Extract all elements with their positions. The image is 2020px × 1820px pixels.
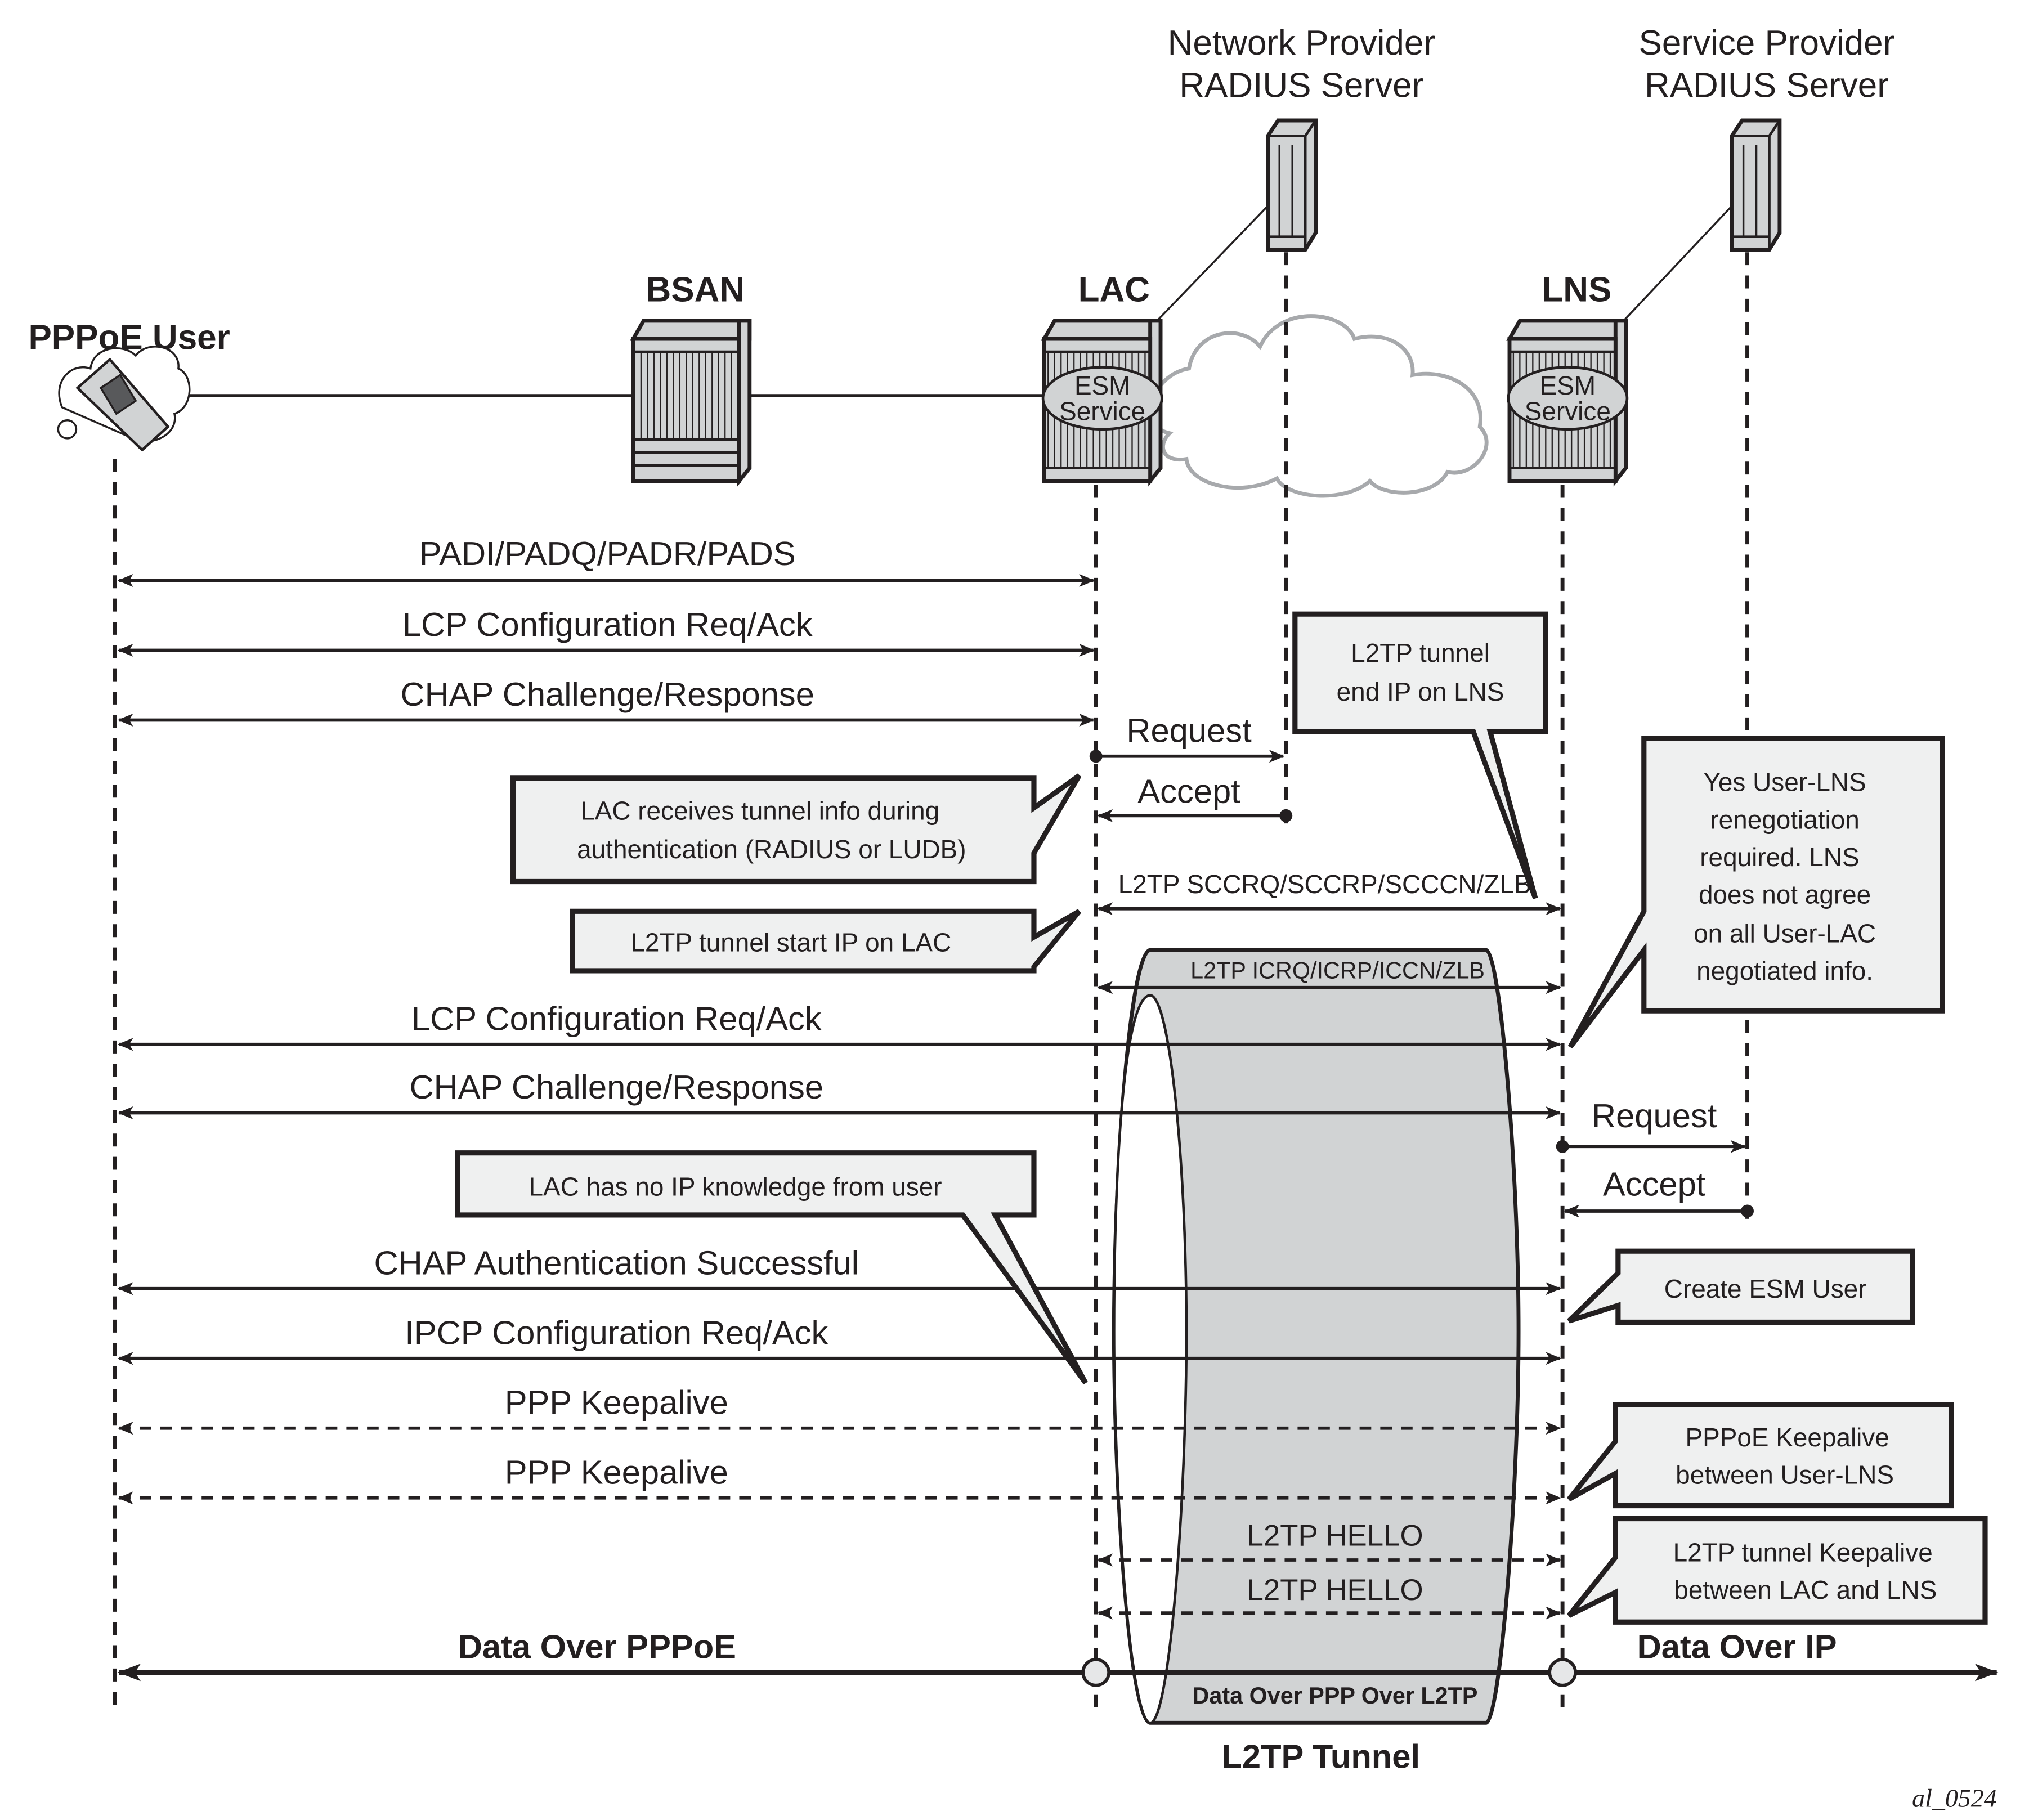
- callout-tunnel-info: LAC receives tunnel info during authenti…: [510, 773, 1082, 885]
- message-label: Request: [1592, 1097, 1717, 1135]
- callout-pppoe-keepalive: PPPoE Keepalive between User-LNS: [1567, 1402, 1954, 1509]
- callout-text: between User-LNS: [1676, 1460, 1894, 1490]
- callout-tunnel-start: L2TP tunnel start IP on LAC: [570, 908, 1081, 974]
- callout-text: negotiated info.: [1696, 956, 1873, 985]
- network-cloud-icon: [1149, 314, 1489, 498]
- callout-text: on all User-LAC: [1694, 918, 1876, 948]
- lns-esm-label-1: ESM: [1540, 371, 1596, 400]
- message-ipcp: IPCP Configuration Req/Ack: [117, 1314, 1561, 1365]
- message-label: Request: [1126, 711, 1252, 749]
- message-chap-1: CHAP Challenge/Response: [117, 675, 1095, 727]
- callout-text: authentication (RADIUS or LUDB): [577, 835, 966, 864]
- lns-esm-label-2: Service: [1525, 397, 1611, 426]
- message-lcp-1: LCP Configuration Req/Ack: [117, 606, 1095, 657]
- phone-icon: [57, 346, 191, 452]
- message-label: IPCP Configuration Req/Ack: [405, 1314, 828, 1352]
- message-label: CHAP Challenge/Response: [410, 1068, 824, 1106]
- node-label-np-radius-2: RADIUS Server: [1179, 66, 1423, 105]
- message-label: L2TP ICRQ/ICRP/ICCN/ZLB: [1190, 958, 1485, 984]
- callout-text: renegotiation: [1710, 805, 1859, 834]
- lac-esm-label-1: ESM: [1074, 371, 1130, 400]
- node-label-sp-radius-2: RADIUS Server: [1645, 66, 1889, 105]
- node-label-bsan: BSAN: [646, 270, 745, 309]
- message-ppp-keepalive-1: PPP Keepalive: [117, 1384, 1561, 1435]
- callout-text: LAC receives tunnel info during: [580, 796, 939, 825]
- message-label: PPP Keepalive: [505, 1454, 728, 1491]
- message-padi: PADI/PADQ/PADR/PADS: [117, 535, 1095, 587]
- data-over-pppoe-label: Data Over PPPoE: [458, 1628, 736, 1666]
- message-label: CHAP Challenge/Response: [400, 675, 814, 713]
- callout-text: Yes User-LNS: [1704, 768, 1866, 797]
- figure-id: al_0524: [1912, 1784, 1996, 1813]
- message-label: L2TP HELLO: [1247, 1519, 1423, 1553]
- message-label: PPP Keepalive: [505, 1384, 728, 1422]
- callout-create-esm: Create ESM User: [1567, 1248, 1916, 1325]
- message-ppp-keepalive-2: PPP Keepalive: [117, 1454, 1561, 1505]
- node-label-sp-radius-1: Service Provider: [1639, 24, 1895, 62]
- message-icrq: L2TP ICRQ/ICRP/ICCN/ZLB: [1097, 958, 1561, 994]
- callout-text: end IP on LNS: [1337, 677, 1504, 706]
- callout-text: L2TP tunnel: [1351, 638, 1490, 667]
- data-over-l2tp-label: Data Over PPP Over L2TP: [1193, 1683, 1478, 1709]
- np-radius-server-icon: [1266, 118, 1318, 252]
- l2tp-tunnel-label: L2TP Tunnel: [1221, 1738, 1420, 1776]
- message-sccrq: L2TP SCCRQ/SCCRP/SCCCN/ZLB: [1097, 869, 1561, 916]
- message-label: L2TP HELLO: [1247, 1574, 1423, 1607]
- callout-text: LAC has no IP knowledge from user: [529, 1172, 942, 1201]
- message-chap-success: CHAP Authentication Successful: [117, 1244, 1561, 1295]
- message-radius-request-2: Request: [1556, 1097, 1746, 1153]
- callout-tunnel-end: L2TP tunnel end IP on LNS: [1292, 611, 1548, 899]
- message-radius-request-1: Request: [1089, 711, 1285, 763]
- message-chap-2: CHAP Challenge/Response: [117, 1068, 1561, 1119]
- lac-device-icon: ESM Service: [1041, 319, 1163, 487]
- node-label-lns: LNS: [1542, 270, 1611, 309]
- callout-text: does not agree: [1699, 880, 1871, 909]
- callout-renegotiation: Yes User-LNS renegotiation required. LNS…: [1567, 736, 1945, 1049]
- bsan-device-icon: [630, 319, 752, 487]
- node-label-np-radius-1: Network Provider: [1168, 24, 1435, 62]
- message-lcp-2: LCP Configuration Req/Ack: [117, 1000, 1561, 1051]
- message-label: Accept: [1603, 1165, 1706, 1203]
- callout-text: required. LNS: [1700, 842, 1859, 872]
- l2tp-tunnel-icon: [1112, 948, 1521, 1725]
- data-flow: Data Over PPPoE Data Over PPP Over L2TP …: [117, 1628, 1999, 1776]
- lns-device-icon: ESM Service: [1506, 319, 1629, 487]
- message-label: CHAP Authentication Successful: [374, 1244, 859, 1282]
- callout-text: L2TP tunnel start IP on LAC: [630, 927, 951, 957]
- message-l2tp-hello-2: L2TP HELLO: [1097, 1574, 1561, 1620]
- callout-text: L2TP tunnel Keepalive: [1673, 1537, 1933, 1567]
- callout-l2tp-keepalive: L2TP tunnel Keepalive between LAC and LN…: [1567, 1516, 1988, 1625]
- callout-text: PPPoE Keepalive: [1685, 1423, 1889, 1452]
- lac-esm-label-2: Service: [1059, 397, 1145, 426]
- node-label-lac: LAC: [1078, 270, 1150, 309]
- message-label: LCP Configuration Req/Ack: [402, 606, 813, 643]
- message-radius-accept-1: Accept: [1097, 772, 1293, 822]
- message-label: Accept: [1137, 772, 1240, 810]
- callout-text: between LAC and LNS: [1674, 1575, 1937, 1604]
- message-l2tp-hello-1: L2TP HELLO: [1097, 1519, 1561, 1567]
- callout-text: Create ESM User: [1664, 1274, 1867, 1303]
- sp-radius-server-icon: [1730, 118, 1782, 252]
- message-radius-accept-2: Accept: [1564, 1165, 1754, 1218]
- callout-no-ip: LAC has no IP knowledge from user: [455, 1150, 1088, 1385]
- message-label: L2TP SCCRQ/SCCRP/SCCCN/ZLB: [1118, 869, 1531, 899]
- data-over-ip-label: Data Over IP: [1637, 1628, 1837, 1666]
- message-label: PADI/PADQ/PADR/PADS: [419, 535, 796, 572]
- message-label: LCP Configuration Req/Ack: [411, 1000, 822, 1038]
